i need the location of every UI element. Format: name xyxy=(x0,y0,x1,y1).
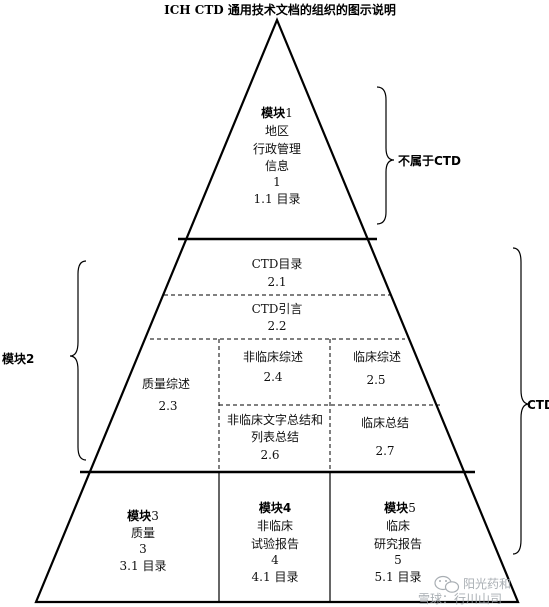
label-module2: 模块2 xyxy=(2,351,34,366)
module3-heading: 模块3 xyxy=(127,508,159,523)
module4-line-nonclinical: 非临床 xyxy=(257,519,293,533)
module5-heading: 模块5 xyxy=(384,500,416,515)
module5-line-number: 5 xyxy=(394,553,402,567)
module2-nonclinical-summary-num: 2.6 xyxy=(260,448,279,462)
bracket-ctd xyxy=(512,247,530,555)
label-not-ctd: 不属于CTD xyxy=(398,154,461,168)
module2-nonclinical-summary-line1: 非临床文字总结和 xyxy=(227,412,323,427)
module2-nonclinical-overview-num: 2.4 xyxy=(263,370,282,384)
module2-clinical-summary-num: 2.7 xyxy=(375,444,394,458)
module1-line-toc: 1.1 目录 xyxy=(254,192,301,206)
diagram-title: ICH CTD 通用技术文档的组织的图示说明 xyxy=(164,2,396,17)
module1-line-info: 信息 xyxy=(265,158,289,173)
module2-toc-num: 2.1 xyxy=(267,275,286,289)
bracket-module2 xyxy=(69,260,87,461)
module2-quality-overall-title: 质量综述 xyxy=(142,377,190,391)
module2-intro-num: 2.2 xyxy=(267,319,286,333)
module1-line-region: 地区 xyxy=(265,124,289,138)
module4-line-reports: 试验报告 xyxy=(251,536,299,551)
module4-line-toc: 4.1 目录 xyxy=(252,570,299,584)
module3-line-toc: 3.1 目录 xyxy=(120,559,167,573)
module1-line-admin: 行政管理 xyxy=(253,141,301,156)
watermark-account: 阳光药和 xyxy=(463,577,511,591)
module3-line-number: 3 xyxy=(139,542,147,556)
watermark-site: 雪球：行川山司 xyxy=(418,592,502,606)
label-ctd: CTD xyxy=(527,398,549,412)
bracket-not-ctd xyxy=(376,86,395,225)
module4-heading: 模块4 xyxy=(259,500,291,515)
module2-nonclinical-overview-title: 非临床综述 xyxy=(243,350,303,364)
wechat-icon xyxy=(434,575,460,593)
module2-nonclinical-summary-line2: 列表总结 xyxy=(251,430,299,444)
pyramid-outline xyxy=(34,17,520,604)
module4-line-number: 4 xyxy=(271,553,279,567)
module2-intro-title: CTD引言 xyxy=(252,302,303,316)
module5-line-clinical: 临床 xyxy=(386,519,410,533)
module5-line-toc: 5.1 目录 xyxy=(375,570,422,584)
module2-quality-overall-num: 2.3 xyxy=(158,399,177,413)
module2-clinical-overview-title: 临床综述 xyxy=(353,350,401,364)
module1-line-number: 1 xyxy=(273,175,281,189)
module2-clinical-summary-title: 临床总结 xyxy=(361,416,409,430)
module2-clinical-overview-num: 2.5 xyxy=(366,373,385,387)
watermark: 阳光药和 雪球：行川山司 xyxy=(418,575,511,606)
module3-line-quality: 质量 xyxy=(131,526,155,540)
module2-toc-title: CTD目录 xyxy=(252,257,303,271)
module1-heading: 模块1 xyxy=(261,105,293,120)
module5-line-reports: 研究报告 xyxy=(374,536,422,551)
